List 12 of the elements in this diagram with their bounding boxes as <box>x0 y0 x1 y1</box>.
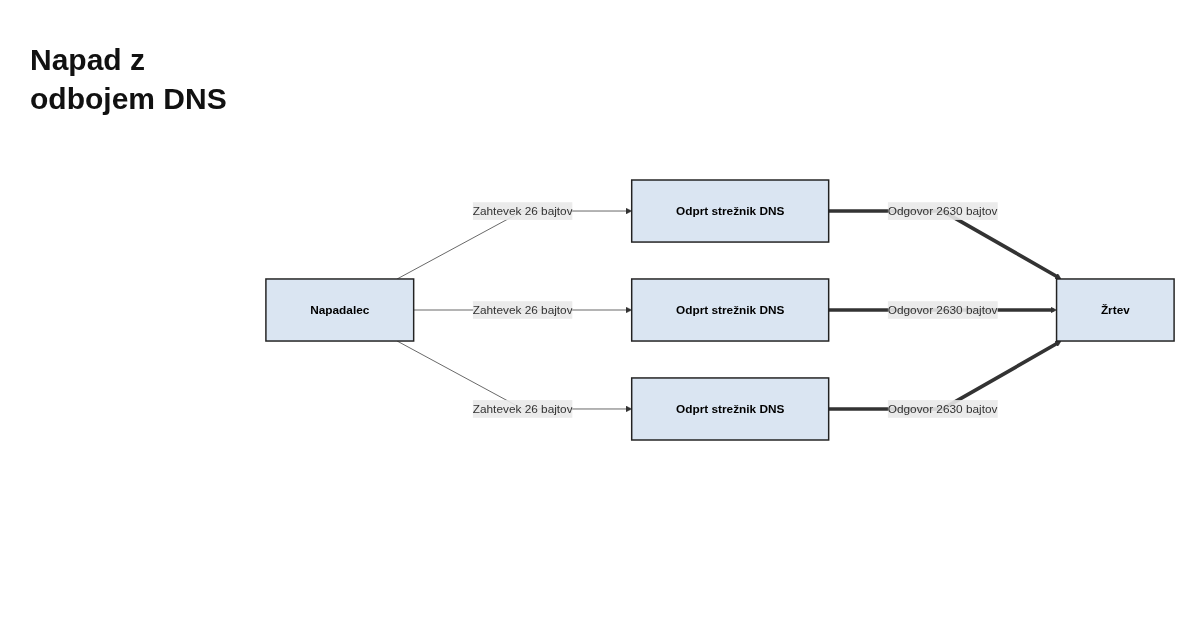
node-box: Odprt strežnik DNS <box>630 278 830 342</box>
edge-label: Zahtevek 26 bajtov <box>472 204 573 217</box>
edge-label: Zahtevek 26 bajtov <box>472 303 573 316</box>
edge-label: Zahtevek 26 bajtov <box>472 402 573 415</box>
node-box: Odprt strežnik DNS <box>630 179 830 243</box>
edge-label: Odgovor 2630 bajtov <box>887 402 998 415</box>
diagram-title: Napad z odbojem DNS <box>30 42 228 117</box>
edge-label: Odgovor 2630 bajtov <box>887 303 998 316</box>
node-box: Napadalec <box>265 278 415 342</box>
edge-label: Odgovor 2630 bajtov <box>887 204 998 217</box>
node-box: Odprt strežnik DNS <box>630 377 830 441</box>
node-box: Žrtev <box>1055 278 1175 342</box>
